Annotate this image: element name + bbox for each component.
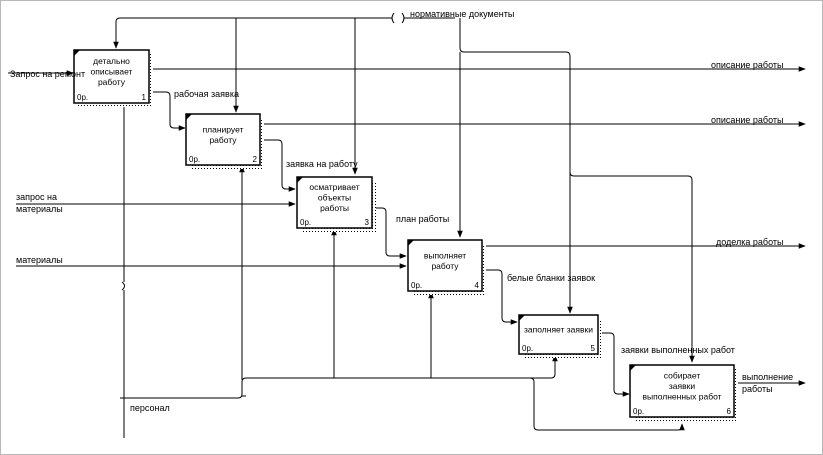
box-number: 2 — [253, 155, 258, 164]
arrow-work-plan — [372, 207, 407, 259]
box-title-line: выполняет — [424, 250, 466, 260]
arrow-blank-forms — [482, 269, 518, 325]
label-blank-forms: белые бланки заявок — [507, 273, 595, 283]
corner-marker-icon — [519, 315, 525, 321]
function-box-5[interactable]: заполняет заявки 0р. 5 — [518, 314, 602, 358]
box-cost: 0р. — [411, 281, 422, 290]
box-frame — [73, 49, 150, 104]
arrow-work-order — [149, 91, 186, 131]
box-frame — [518, 314, 599, 355]
box-cost: 0р. — [522, 344, 533, 353]
box-title-line: заявки — [669, 381, 695, 391]
box-cost: 0р. — [77, 93, 88, 102]
label-description-1: описание работы — [711, 60, 783, 70]
box-title-line: работу — [209, 135, 237, 145]
label-completed-requests: заявки выполненных работ — [621, 345, 735, 355]
label-materials-request-1: запрос на — [16, 192, 57, 202]
box-title-line: работу — [98, 77, 126, 87]
label-personnel: персонал — [130, 403, 170, 413]
mechanism-branch-b6 — [120, 377, 682, 430]
corner-marker-icon — [408, 240, 414, 246]
box-number: 3 — [365, 218, 370, 227]
label-rework: доделка работы — [716, 237, 783, 247]
mechanism-branch-bus — [124, 356, 556, 399]
box-title-line: работу — [431, 261, 459, 271]
corner-marker-icon — [186, 114, 192, 120]
label-completion-2: работы — [742, 384, 773, 394]
label-description-2: описание работы — [711, 115, 783, 125]
box-title-line: выполненных работ — [642, 392, 721, 402]
box-frame — [296, 176, 373, 229]
label-materials: материалы — [16, 255, 63, 265]
box-cost: 0р. — [300, 218, 311, 227]
tunnel-bracket-icon — [391, 12, 405, 24]
corner-marker-icon — [297, 177, 303, 183]
label-work-plan: план работы — [396, 214, 449, 224]
corner-marker-icon — [74, 50, 80, 56]
box-number: 6 — [727, 407, 732, 416]
label-request-work: заявка на работу — [286, 159, 358, 169]
arrow-labels: Запрос на ремонт запрос на материалы мат… — [10, 9, 793, 413]
box-title-line: детально — [93, 56, 130, 66]
label-completion-1: выполнение — [742, 372, 793, 382]
box-number: 4 — [475, 281, 480, 290]
box-frame — [629, 364, 735, 418]
box-title-line: планирует — [203, 124, 244, 134]
label-repair-request: Запрос на ремонт — [10, 69, 85, 79]
box-title-line: собирает — [664, 371, 701, 381]
arrow-completed-requests — [598, 332, 630, 397]
box-cost: 0р. — [633, 407, 644, 416]
arrow-request-work — [260, 139, 296, 192]
box-title-line: работы — [320, 203, 349, 213]
control-branch-b4 — [460, 18, 571, 237]
control-branch-b6 — [569, 171, 695, 363]
corner-marker-icon — [630, 365, 636, 371]
label-normative-documents: нормативные документы — [410, 9, 514, 19]
box-cost: 0р. — [189, 155, 200, 164]
box-title-line: осматривает — [309, 182, 359, 192]
mechanism-tunnel-personnel — [121, 281, 125, 291]
control-arrow-normative — [113, 17, 392, 49]
box-number: 5 — [591, 344, 596, 353]
label-work-order: рабочая заявка — [174, 89, 239, 99]
box-number: 1 — [142, 93, 147, 102]
box-title-line: объекты — [318, 193, 351, 203]
box-title-line: заполняет заявки — [524, 325, 593, 335]
box-title-line: описывает — [91, 67, 133, 77]
box-frame — [407, 239, 483, 292]
label-materials-request-2: материалы — [16, 204, 63, 214]
box-frame — [185, 113, 261, 166]
